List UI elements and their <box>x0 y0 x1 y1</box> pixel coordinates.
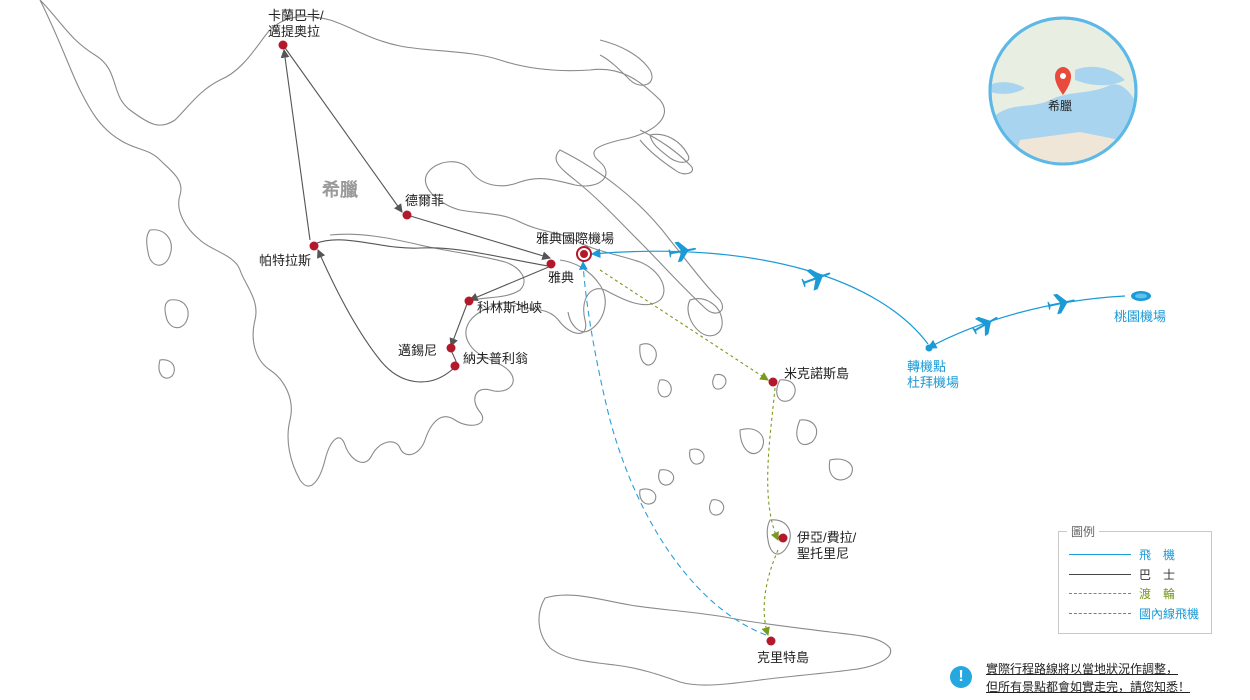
route-note: ! 實際行程路線將以當地狀況作調整， 但所有景點都會如實走完，請您知悉！ <box>950 660 1191 696</box>
label-corinth: 科林斯地峽 <box>477 300 543 315</box>
label-mykonos: 米克諾斯島 <box>784 366 850 381</box>
legend: 圖例 飛 機 巴 士 渡 輪 國內線飛機 <box>1058 523 1212 634</box>
legend-item-flight: 飛 機 <box>1069 546 1207 562</box>
city-markers <box>278 40 788 646</box>
legend-title: 圖例 <box>1067 523 1100 540</box>
label-athens: 雅典 <box>548 270 575 285</box>
inset-globe <box>988 16 1138 166</box>
country-label: 希臘 <box>322 180 358 201</box>
international-flight-route <box>590 248 1126 349</box>
coastline <box>39 0 892 686</box>
info-icon: ! <box>950 666 972 688</box>
label-taoyuan: 桃園機場 <box>1114 309 1167 324</box>
note-line-1: 實際行程路線將以當地狀況作調整， <box>986 662 1179 676</box>
legend-item-bus: 巴 士 <box>1069 566 1207 582</box>
dubai-marker <box>925 344 933 352</box>
label-crete: 克里特島 <box>757 650 810 665</box>
label-athens-airport: 雅典國際機場 <box>536 231 615 246</box>
label-delphi: 德爾菲 <box>405 193 445 208</box>
ferry-routes <box>599 269 779 637</box>
bus-routes <box>280 44 552 383</box>
taoyuan-marker <box>1131 291 1151 301</box>
legend-item-ferry: 渡 輪 <box>1069 585 1207 601</box>
domestic-flight-route <box>579 260 767 636</box>
label-santorini: 伊亞/費拉/ 聖托里尼 <box>797 530 857 561</box>
legend-item-domestic-flight: 國內線飛機 <box>1069 605 1207 621</box>
athens-airport-marker <box>576 246 592 262</box>
location-pin-icon <box>1055 67 1071 95</box>
airplane-icon <box>666 238 1078 341</box>
label-dubai: 轉機點 杜拜機場 <box>907 359 960 390</box>
label-patras: 帕特拉斯 <box>259 253 312 268</box>
note-line-2: 但所有景點都會如實走完，請您知悉！ <box>986 680 1191 694</box>
label-kalambaka: 卡蘭巴卡/ 邁提奧拉 <box>268 8 324 39</box>
label-mycenae: 邁錫尼 <box>398 343 438 358</box>
label-nafplio: 納夫普利翁 <box>463 351 529 366</box>
inset-label: 希臘 <box>1048 99 1073 113</box>
